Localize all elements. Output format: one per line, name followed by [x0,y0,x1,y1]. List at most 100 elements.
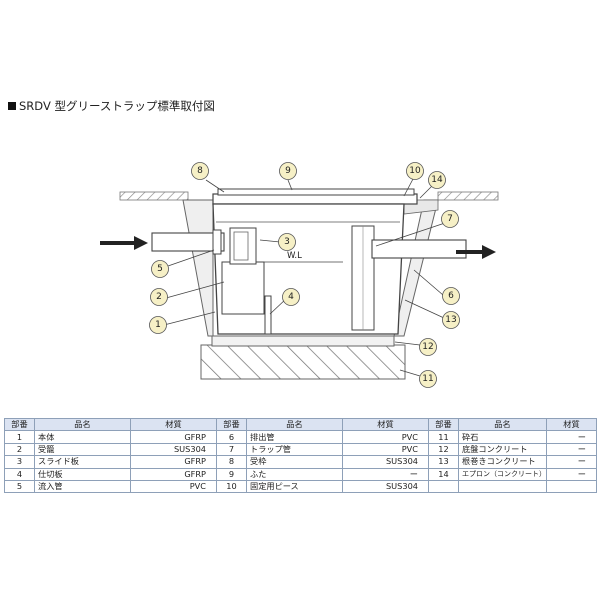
part-name: 排出管 [246,430,343,444]
part-no: 6 [216,430,247,444]
table-row: 1 本体 GFRP 6 排出管 PVC 11 砕石 ー [4,430,597,444]
installation-diagram: W.L 8 9 10 14 7 3 5 [100,162,499,388]
part-material: GFRP [130,430,217,444]
callout-1: 1 [149,316,167,334]
part-no: 13 [428,455,459,469]
part-material: ー [546,455,597,469]
svg-text:14: 14 [431,175,443,185]
crushed-stone-base [200,344,406,380]
part-no: 3 [4,455,35,469]
callout-10: 10 [406,162,424,180]
callout-14: 14 [428,171,446,189]
header-part-name: 品名 [34,417,131,432]
part-no: 2 [4,442,35,457]
inflow-arrow [100,236,148,250]
part-no: 10 [216,479,247,494]
part-name: 仕切板 [34,467,131,481]
ground-surface-right [437,191,499,201]
part-name: エプロン（コンクリート） [458,467,547,481]
title-text: SRDV 型グリーストラップ標準取付図 [19,99,215,113]
svg-text:12: 12 [422,342,433,352]
page-title: SRDV 型グリーストラップ標準取付図 [8,99,215,113]
part-material: ー [342,467,429,481]
basket [221,261,265,315]
part-no: 5 [4,479,35,494]
outflow-pipe [371,239,467,259]
part-material: SUS304 [130,442,217,457]
part-material: ー [546,467,597,481]
part-name [458,479,547,494]
svg-text:4: 4 [288,292,294,302]
callout-6: 6 [442,287,460,305]
part-material [546,479,597,494]
part-material: PVC [342,430,429,444]
part-no [428,479,459,494]
partition-plate [264,295,272,335]
table-row: 4 仕切板 GFRP 9 ふた ー 14 エプロン（コンクリート） ー [4,467,597,481]
part-name: 固定用ピース [246,479,343,494]
svg-text:9: 9 [285,166,291,176]
ground-surface-left [119,191,189,201]
water-level-label: W.L [287,251,302,261]
header-part-name: 品名 [246,417,343,432]
header-material: 材質 [342,417,429,432]
inflow-pipe [151,232,225,252]
svg-text:5: 5 [157,264,163,274]
callout-9: 9 [279,162,297,180]
part-name: トラップ管 [246,442,343,457]
callout-2: 2 [150,288,168,306]
part-no: 4 [4,467,35,481]
header-part-no: 部番 [216,417,247,432]
header-material: 材質 [130,417,217,432]
part-name: 本体 [34,430,131,444]
callout-12: 12 [419,338,437,356]
callout-13: 13 [442,311,460,329]
part-material: ー [546,442,597,457]
svg-text:13: 13 [445,315,456,325]
part-material: SUS304 [342,479,429,494]
callout-11: 11 [419,370,437,388]
part-name: スライド板 [34,455,131,469]
part-material: GFRP [130,455,217,469]
parts-table-header: 部番 品名 材質 部番 品名 材質 部番 品名 材質 [4,417,597,432]
part-material: PVC [130,479,217,494]
callout-8: 8 [191,162,209,180]
callout-4: 4 [282,288,300,306]
callout-5: 5 [151,260,169,278]
header-part-no: 部番 [4,417,35,432]
svg-text:6: 6 [448,291,454,301]
part-name: 底盤コンクリート [458,442,547,457]
root-concrete-left [182,199,214,337]
parts-table: 部番 品名 材質 部番 品名 材質 部番 品名 材質 1 本体 GFRP 6 排… [4,417,597,494]
svg-text:8: 8 [197,166,203,176]
callout-3: 3 [278,233,296,251]
svg-text:2: 2 [156,292,162,302]
part-name: 根巻きコンクリート [458,455,547,469]
table-row: 5 流入管 PVC 10 固定用ピース SUS304 [4,479,597,494]
part-material: PVC [342,442,429,457]
part-no: 1 [4,430,35,444]
table-row: 3 スライド板 GFRP 8 受枠 SUS304 13 根巻きコンクリート ー [4,455,597,469]
part-name: 砕石 [458,430,547,444]
svg-text:11: 11 [422,374,433,384]
part-no: 11 [428,430,459,444]
title-bullet [8,102,16,110]
part-no: 14 [428,467,459,481]
table-row: 2 受籠 SUS304 7 トラップ管 PVC 12 底盤コンクリート ー [4,442,597,457]
cover [217,188,415,196]
header-material: 材質 [546,417,597,432]
part-material: GFRP [130,467,217,481]
part-name: 受枠 [246,455,343,469]
part-no: 9 [216,467,247,481]
header-part-name: 品名 [458,417,547,432]
part-material: ー [546,430,597,444]
part-material: SUS304 [342,455,429,469]
part-no: 7 [216,442,247,457]
outflow-arrow [456,245,496,259]
svg-text:10: 10 [409,166,421,176]
part-no: 8 [216,455,247,469]
svg-text:1: 1 [155,320,161,330]
svg-text:3: 3 [284,237,290,247]
svg-text:7: 7 [447,214,453,224]
part-name: 流入管 [34,479,131,494]
